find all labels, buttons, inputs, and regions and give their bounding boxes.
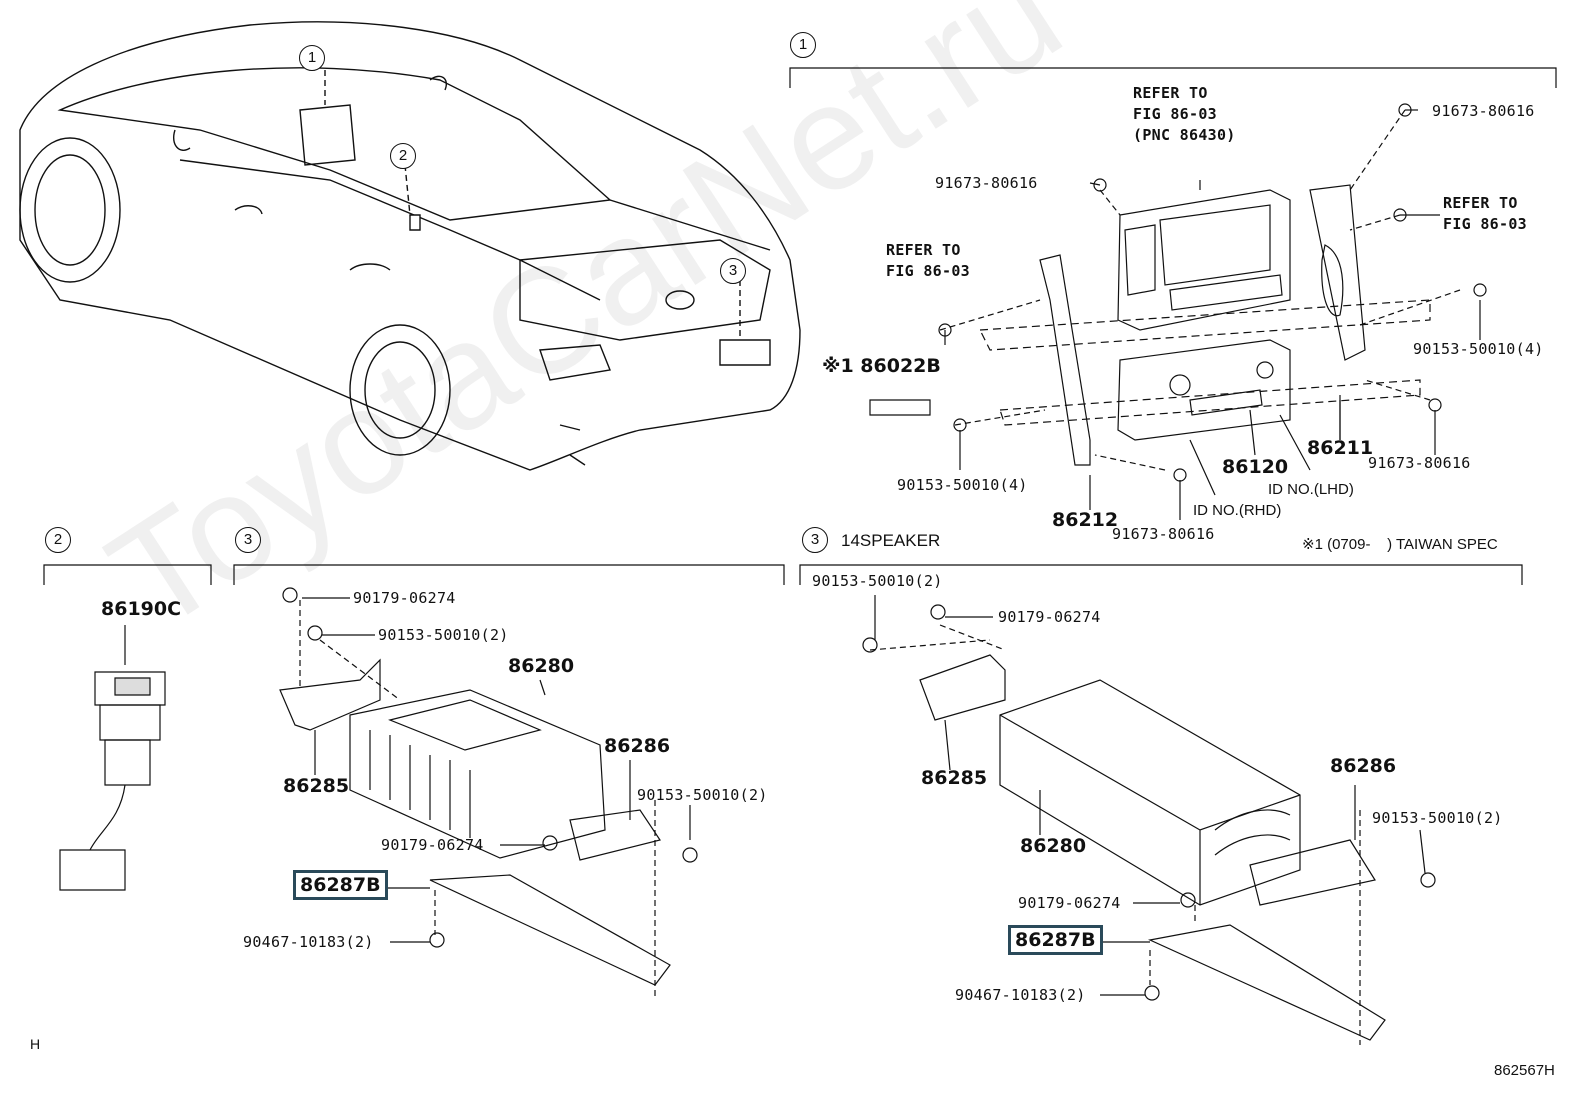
car-illustration	[19, 21, 801, 471]
part-3b-90467: 90467-10183(2)	[955, 986, 1086, 1004]
figure-id: 862567H	[1494, 1062, 1555, 1079]
part-3a-90467: 90467-10183(2)	[243, 933, 374, 951]
part-86022b: ※1 86022B	[822, 355, 941, 377]
part-3a-86280: 86280	[508, 655, 575, 677]
id-no-rhd: ID NO.(RHD)	[1193, 502, 1282, 519]
section2-number: 2	[45, 527, 71, 553]
callout-2: 2	[390, 143, 416, 169]
part-3a-90153-right: 90153-50010(2)	[637, 786, 768, 804]
part-86211: 86211	[1307, 437, 1374, 459]
part-3b-90179-top: 90179-06274	[998, 608, 1101, 626]
part-86120: 86120	[1222, 456, 1289, 478]
part-91673-lower-right: 91673-80616	[1368, 454, 1471, 472]
part-3a-86285: 86285	[283, 775, 350, 797]
part-91673-bottom: 91673-80616	[1112, 525, 1215, 543]
part-3b-86285: 86285	[921, 767, 988, 789]
section1-number: 1	[790, 32, 816, 58]
section3a-bracket	[233, 564, 785, 585]
part-90153-left: 90153-50010(4)	[897, 476, 1028, 494]
leader-lines	[302, 109, 1481, 996]
refer-right-line2: FIG 86-03	[1443, 215, 1527, 233]
part-3b-86280: 86280	[1020, 835, 1087, 857]
refer-top-line1: REFER TO	[1133, 84, 1208, 102]
part-3a-90153-top: 90153-50010(2)	[378, 626, 509, 644]
head-unit-drawing	[869, 103, 1487, 510]
part-3b-90153-top: 90153-50010(2)	[812, 572, 943, 590]
section3a-number: 3	[235, 527, 261, 553]
refer-left-line2: FIG 86-03	[886, 262, 970, 280]
refer-right-line1: REFER TO	[1443, 194, 1518, 212]
refer-top-line2: FIG 86-03	[1133, 105, 1217, 123]
amp-3a-drawing	[279, 587, 698, 1000]
part-90153-right: 90153-50010(4)	[1413, 340, 1544, 358]
part-3b-86287b: 86287B	[1008, 925, 1103, 955]
section1-bracket	[789, 67, 1557, 88]
amp-3b-drawing	[862, 604, 1436, 1045]
part-91673-top: 91673-80616	[1432, 102, 1535, 120]
section3b-number: 3	[802, 527, 828, 553]
part-3a-90179-mid: 90179-06274	[381, 836, 484, 854]
part-91673-mid: 91673-80616	[935, 174, 1038, 192]
id-no-lhd: ID NO.(LHD)	[1268, 481, 1354, 498]
section3b-bracket	[799, 564, 1523, 585]
footnote-taiwan: ※1 (0709- ) TAIWAN SPEC	[1302, 536, 1498, 553]
part-3b-90179-mid: 90179-06274	[1018, 894, 1121, 912]
switch-drawing	[59, 625, 166, 891]
refer-left-line1: REFER TO	[886, 241, 961, 259]
section2-bracket	[43, 564, 212, 585]
refer-top-line3: (PNC 86430)	[1133, 126, 1236, 144]
part-86190c: 86190C	[101, 598, 182, 620]
part-3b-86286: 86286	[1330, 755, 1397, 777]
callout-3: 3	[720, 258, 746, 284]
section3b-title: 14SPEAKER	[841, 531, 941, 550]
part-3a-86286: 86286	[604, 735, 671, 757]
part-86212: 86212	[1052, 509, 1119, 531]
part-3b-90153-right: 90153-50010(2)	[1372, 809, 1503, 827]
corner-letter: H	[30, 1036, 41, 1052]
callout-1: 1	[299, 45, 325, 71]
part-3a-86287b: 86287B	[293, 870, 388, 900]
part-3a-90179-top: 90179-06274	[353, 589, 456, 607]
